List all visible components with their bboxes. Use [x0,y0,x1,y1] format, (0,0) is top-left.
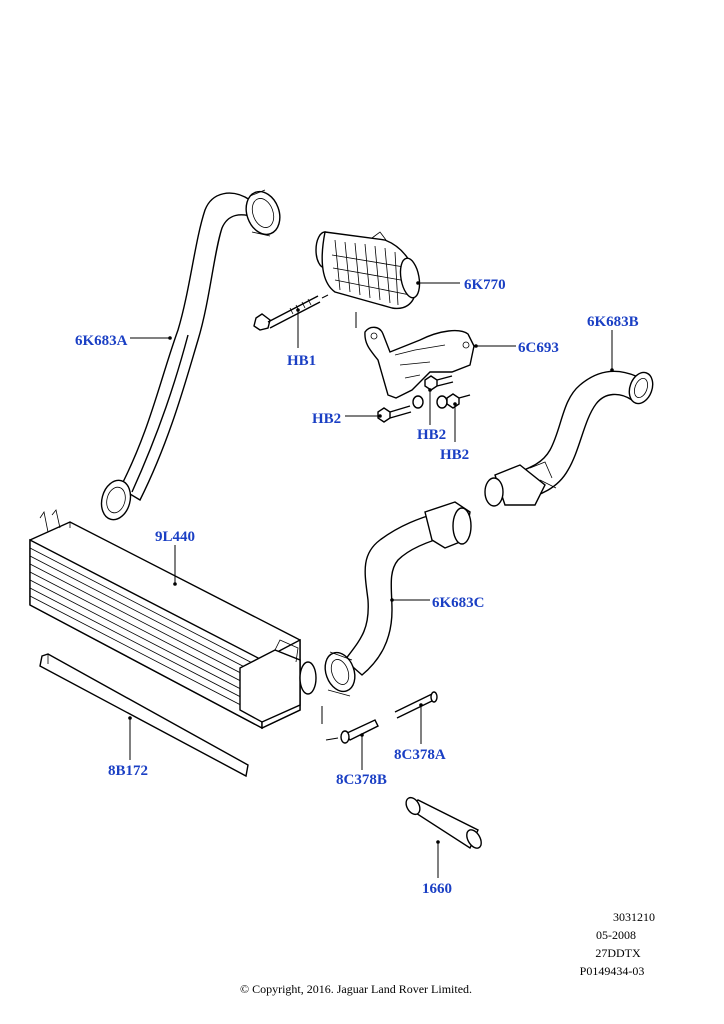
metadata-block: 3031210 05-2008 27DDTX P0149434-03 [580,910,655,978]
label-hb2-right[interactable]: HB2 [440,447,469,463]
label-6k683c[interactable]: 6K683C [432,595,485,611]
label-hb1[interactable]: HB1 [287,353,316,369]
metadata-line-3: 27DDTX [595,946,641,960]
metadata-line-1: 3031210 [613,910,655,924]
metadata-line-4: P0149434-03 [580,964,645,978]
hose-6k683b-drawing [484,370,654,507]
leader-lines [128,281,614,878]
label-hb2-left[interactable]: HB2 [312,411,341,427]
label-8c378b[interactable]: 8C378B [336,772,387,788]
label-6k770[interactable]: 6K770 [464,277,506,293]
label-6k683b[interactable]: 6K683B [587,314,639,330]
label-hb2-mid[interactable]: HB2 [417,427,446,443]
label-6k683a[interactable]: 6K683A [75,333,128,349]
bolts-hb2-drawing [377,375,471,423]
sleeve-1660-drawing [405,796,482,850]
label-6c693[interactable]: 6C693 [518,340,559,356]
label-8b172[interactable]: 8B172 [108,763,148,779]
label-9l440[interactable]: 9L440 [155,529,195,545]
bracket-6c693-drawing [355,312,475,399]
intercooler-9l440-drawing [29,509,317,730]
throttle-body-6k770-drawing [315,231,421,310]
label-8c378a[interactable]: 8C378A [394,747,446,763]
hose-6k683c-drawing [324,501,472,697]
copyright-notice: © Copyright, 2016. Jaguar Land Rover Lim… [240,982,472,996]
bolt-hb1-drawing [253,294,329,331]
hose-6k683a-drawing [100,189,281,521]
pins-8c378-drawing [321,691,438,744]
seal-strip-8b172-drawing [39,653,249,778]
metadata-line-2: 05-2008 [596,928,636,942]
label-1660[interactable]: 1660 [422,881,452,897]
